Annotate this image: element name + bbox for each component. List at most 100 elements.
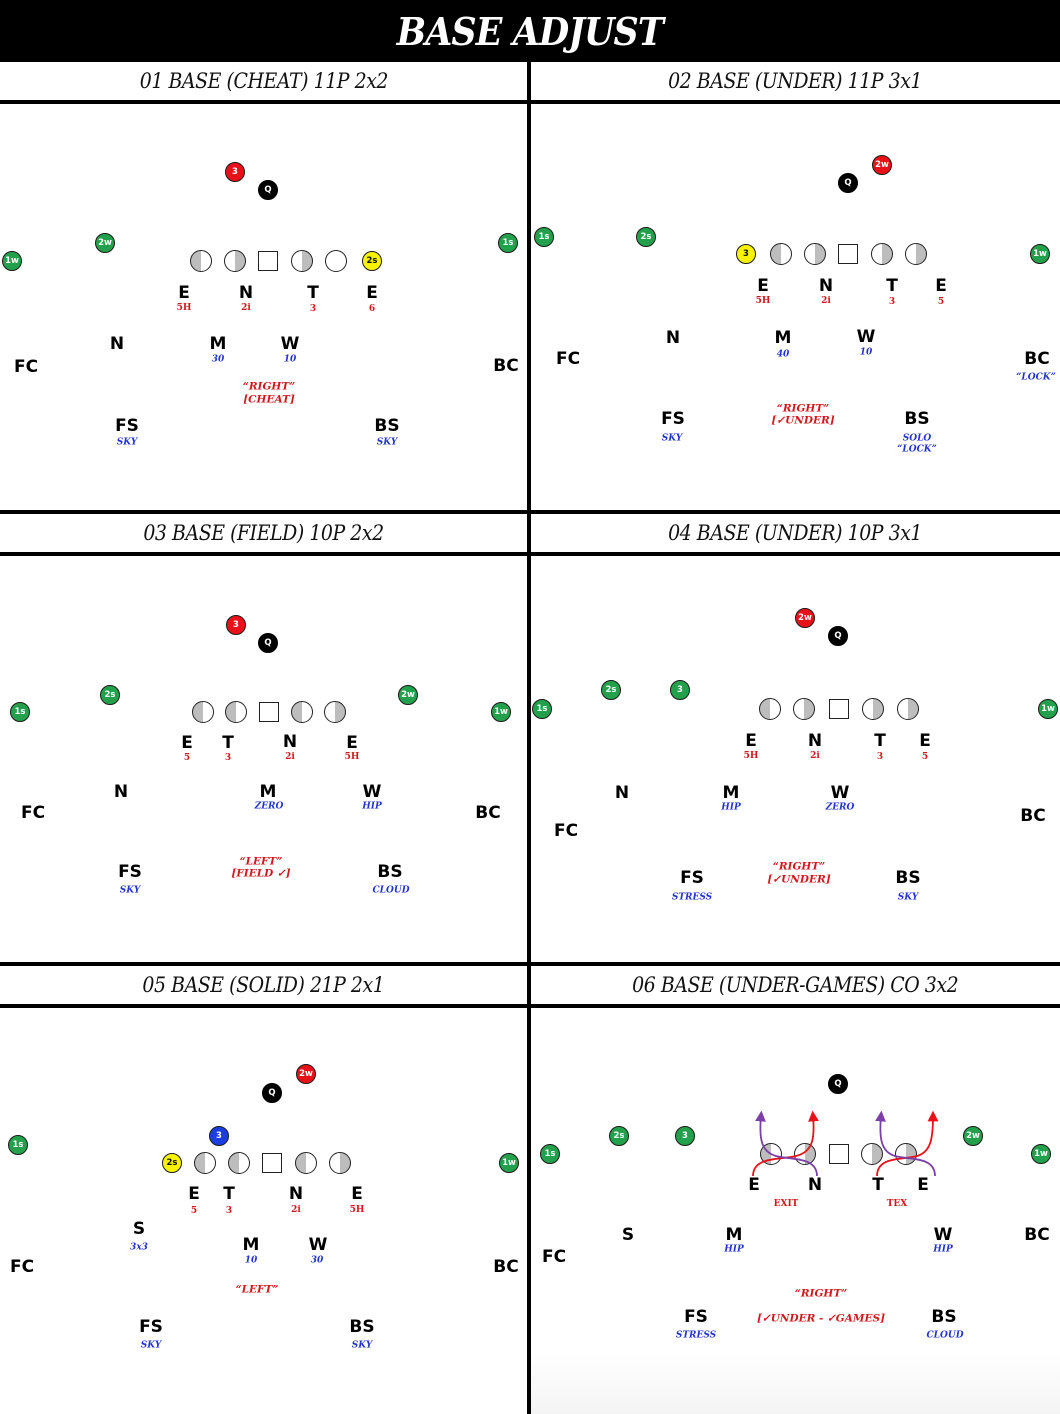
panel-header-01: 01 BASE (CHEAT) 11P 2x2 bbox=[139, 69, 388, 93]
technique-label: 5H bbox=[344, 752, 360, 762]
assignment-label: SOLO bbox=[902, 433, 932, 444]
defender-label: W bbox=[856, 327, 876, 347]
offensive-lineman bbox=[794, 1143, 816, 1165]
offensive-lineman bbox=[862, 698, 884, 720]
center-marker bbox=[829, 1144, 849, 1164]
receiver-marker: 3 bbox=[226, 615, 246, 635]
technique-label: 5H bbox=[743, 751, 759, 761]
quarterback-marker: Q bbox=[258, 180, 278, 200]
defender-label: W bbox=[830, 783, 850, 803]
assignment-label: ZERO bbox=[254, 801, 284, 812]
technique-label: 5 bbox=[921, 752, 929, 762]
row-divider bbox=[0, 510, 1060, 514]
center-marker bbox=[262, 1153, 282, 1173]
technique-label: 5 bbox=[937, 297, 945, 307]
assignment-label: “LOCK” bbox=[897, 444, 937, 455]
defender-label: N bbox=[665, 328, 681, 348]
assignment-label: CLOUD bbox=[926, 1330, 964, 1341]
receiver-marker: 2s bbox=[362, 251, 382, 271]
assignment-label: 3x3 bbox=[130, 1242, 148, 1253]
call-text: [✓UNDER] bbox=[771, 414, 835, 427]
defender-label: FS bbox=[139, 1317, 163, 1337]
receiver-marker: 2w bbox=[872, 155, 892, 175]
defender-label: FS bbox=[680, 868, 704, 888]
defender-label: BC bbox=[1024, 349, 1050, 369]
technique-label: 2i bbox=[291, 1205, 301, 1215]
assignment-label: ZERO bbox=[825, 802, 855, 813]
center-marker bbox=[838, 244, 858, 264]
offensive-lineman bbox=[324, 701, 346, 723]
receiver-marker: 2s bbox=[601, 680, 621, 700]
assignment-label: HIP bbox=[721, 802, 741, 813]
defender-label: T bbox=[222, 733, 234, 753]
receiver-marker: 2s bbox=[100, 685, 120, 705]
technique-label: 5H bbox=[755, 296, 771, 306]
center-marker bbox=[829, 699, 849, 719]
receiver-marker: 1s bbox=[532, 699, 552, 719]
technique-label: 3 bbox=[224, 753, 232, 763]
quarterback-marker: Q bbox=[828, 626, 848, 646]
defender-label: N bbox=[288, 1184, 304, 1204]
stunt-arrows-icon bbox=[752, 1110, 939, 1177]
defender-label: FC bbox=[553, 821, 579, 841]
formation-panel-06: Q 1s 2s 3 2w 1w E N T E EXIT TEX S M HIP… bbox=[531, 1008, 1060, 1414]
offensive-lineman bbox=[905, 243, 927, 265]
defender-label: BC bbox=[1020, 806, 1046, 826]
defender-label: N bbox=[807, 1175, 823, 1195]
offensive-lineman bbox=[759, 698, 781, 720]
defender-label: W bbox=[308, 1235, 328, 1255]
technique-label: 3 bbox=[888, 297, 896, 307]
technique-label: 3 bbox=[309, 304, 317, 314]
defender-label: E bbox=[745, 731, 757, 751]
receiver-marker: 1s bbox=[8, 1135, 28, 1155]
page-title: BASE ADJUST bbox=[396, 8, 664, 54]
defender-label: N bbox=[818, 276, 834, 296]
offensive-lineman bbox=[895, 1143, 917, 1165]
defender-label: W bbox=[280, 334, 300, 354]
quarterback-marker: Q bbox=[828, 1074, 848, 1094]
receiver-marker: 3 bbox=[736, 244, 756, 264]
technique-label: 5H bbox=[349, 1205, 365, 1215]
defender-label: E bbox=[757, 276, 769, 296]
defender-label: N bbox=[109, 334, 125, 354]
assignment-label: SKY bbox=[376, 437, 398, 448]
defender-label: FS bbox=[684, 1307, 708, 1327]
receiver-marker: 1w bbox=[2, 251, 22, 271]
assignment-label: 30 bbox=[310, 1255, 324, 1266]
defender-label: M bbox=[259, 782, 277, 802]
defender-label: T bbox=[886, 276, 898, 296]
defender-label: E bbox=[188, 1184, 200, 1204]
offensive-lineman bbox=[329, 1152, 351, 1174]
formation-panel-01: 3 Q 1w 2w 1s 2s E 5H N 2i T 3 E 6 N M 30… bbox=[0, 104, 527, 510]
defender-label: W bbox=[362, 782, 382, 802]
offensive-lineman bbox=[291, 701, 313, 723]
assignment-label: SKY bbox=[119, 885, 141, 896]
receiver-marker: 2w bbox=[296, 1064, 316, 1084]
panel-header-05: 05 BASE (SOLID) 21P 2x1 bbox=[142, 973, 385, 997]
assignment-label: 10 bbox=[859, 347, 873, 358]
row-divider bbox=[0, 1004, 1060, 1008]
page-title-bar: BASE ADJUST bbox=[0, 0, 1060, 62]
receiver-marker: 2s bbox=[636, 227, 656, 247]
stunt-label: EXIT bbox=[773, 1199, 799, 1209]
defender-label: FC bbox=[555, 349, 581, 369]
assignment-label: SKY bbox=[140, 1340, 162, 1351]
offensive-lineman bbox=[804, 243, 826, 265]
panel-header-06: 06 BASE (UNDER-GAMES) CO 3x2 bbox=[632, 973, 959, 997]
call-text: “RIGHT” bbox=[242, 380, 296, 393]
receiver-marker: 1w bbox=[499, 1153, 519, 1173]
defender-label: N bbox=[113, 782, 129, 802]
defender-label: E bbox=[346, 733, 358, 753]
assignment-label: 10 bbox=[283, 354, 297, 365]
technique-label: 2i bbox=[810, 751, 820, 761]
defender-label: BC bbox=[475, 803, 501, 823]
defender-label: E bbox=[748, 1175, 760, 1195]
row-divider bbox=[0, 100, 1060, 104]
defender-label: FS bbox=[118, 862, 142, 882]
call-text: [✓UNDER] bbox=[767, 873, 831, 886]
technique-label: 2i bbox=[285, 752, 295, 762]
center-marker bbox=[258, 251, 278, 271]
center-marker bbox=[259, 702, 279, 722]
receiver-marker: 3 bbox=[670, 680, 690, 700]
formation-panel-04: 2w Q 1s 2s 3 1w E 5H N 2i T 3 E 5 N M HI… bbox=[531, 556, 1060, 962]
